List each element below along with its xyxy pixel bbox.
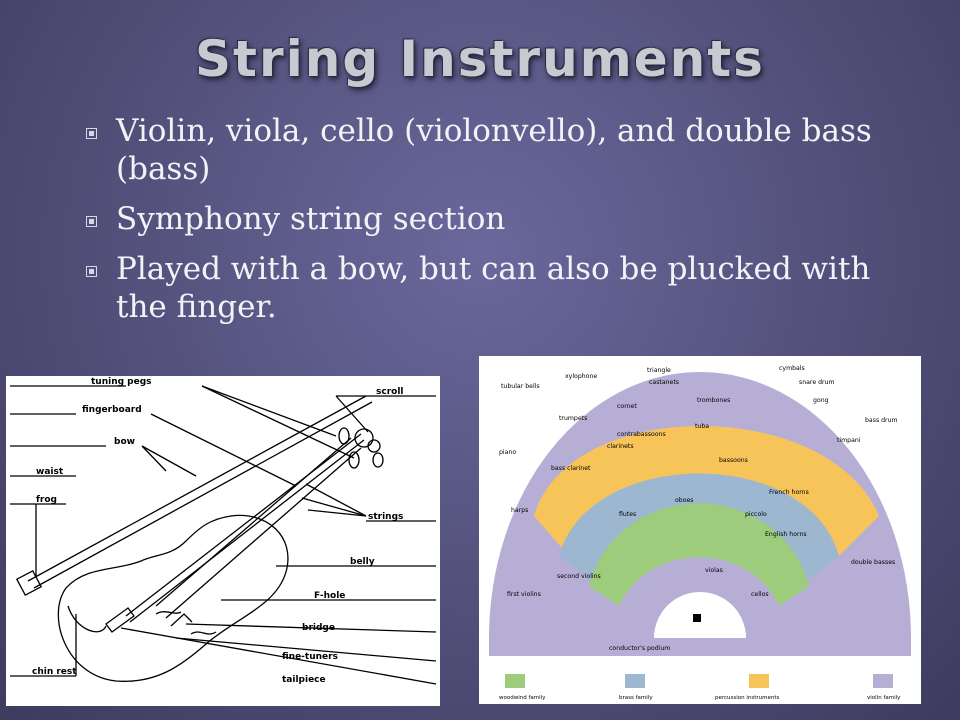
slide-title: String Instruments	[195, 30, 765, 88]
bullet-text: Played with a bow, but can also be pluck…	[116, 251, 871, 325]
legend-label-percussion: percussion instruments	[715, 695, 780, 701]
legend-swatch-violin	[873, 674, 893, 688]
legend-label-violin: violin family	[867, 695, 901, 701]
label-tuning-pegs: tuning pegs	[91, 377, 152, 387]
label-tuba: tuba	[695, 423, 709, 430]
conductor-podium-icon	[693, 614, 701, 622]
label-conductors-podium: conductor's podium	[609, 645, 670, 652]
woodwind-area	[589, 503, 809, 606]
label-violas: violas	[705, 567, 723, 574]
violin-diagram: tuning pegs scroll fingerboard bow waist…	[6, 376, 440, 706]
label-double-basses: double basses	[851, 559, 895, 566]
bullet-list: Violin, viola, cello (violonvello), and …	[86, 112, 886, 338]
bullet-item: Violin, viola, cello (violonvello), and …	[86, 112, 886, 188]
label-belly: belly	[350, 557, 375, 567]
orchestra-diagram: xylophone triangle castanets cymbals sna…	[479, 356, 921, 704]
bullet-square-icon	[86, 216, 97, 227]
label-bass-drum: bass drum	[865, 417, 898, 424]
orchestra-diagram-svg: xylophone triangle castanets cymbals sna…	[489, 365, 911, 701]
label-tailpiece: tailpiece	[282, 675, 326, 685]
label-french-horns: French horns	[769, 489, 809, 496]
legend-swatch-percussion	[749, 674, 769, 688]
label-first-violins: first violins	[507, 591, 541, 598]
legend-swatch-brass	[625, 674, 645, 688]
label-timpani: timpani	[837, 437, 861, 444]
bullet-square-icon	[86, 128, 97, 139]
label-triangle: triangle	[647, 367, 671, 374]
label-castanets: castanets	[649, 379, 679, 386]
label-gong: gong	[813, 397, 829, 404]
label-trombones: trombones	[697, 397, 730, 404]
label-waist: waist	[36, 467, 64, 477]
label-bridge: bridge	[302, 623, 335, 633]
bullet-square-icon	[86, 266, 97, 277]
label-fingerboard: fingerboard	[82, 405, 142, 415]
label-xylophone: xylophone	[565, 373, 597, 380]
bullet-text: Violin, viola, cello (violonvello), and …	[116, 113, 872, 187]
label-bassoons: bassoons	[719, 457, 748, 464]
legend-label-brass: brass family	[619, 695, 653, 701]
legend-label-woodwind: woodwind family	[499, 695, 546, 701]
legend-swatch-woodwind	[505, 674, 525, 688]
label-bass-clarinet: bass clarinet	[551, 465, 591, 472]
bullet-item: Symphony string section	[86, 200, 886, 238]
legend: woodwind family brass family percussion …	[499, 674, 901, 701]
label-piccolo: piccolo	[745, 511, 767, 518]
label-fine-tuners: fine-tuners	[282, 652, 338, 662]
label-trumpets: trumpets	[559, 415, 587, 422]
label-piano: piano	[499, 449, 516, 456]
label-english-horns: English horns	[765, 531, 807, 538]
label-flutes: flutes	[619, 511, 636, 518]
bullet-text: Symphony string section	[116, 201, 506, 237]
label-clarinets: clarinets	[607, 443, 634, 450]
label-chin-rest: chin rest	[32, 667, 77, 677]
label-strings: strings	[368, 512, 403, 522]
label-scroll: scroll	[376, 387, 403, 397]
label-frog: frog	[36, 495, 57, 505]
brass-area	[559, 473, 839, 586]
label-cellos: cellos	[751, 591, 769, 598]
label-snare-drum: snare drum	[799, 379, 835, 386]
label-tubular-bells: tubular bells	[501, 383, 540, 390]
label-bow: bow	[114, 437, 135, 447]
label-cornet: cornet	[617, 403, 637, 410]
label-cymbals: cymbals	[779, 365, 805, 372]
bullet-item: Played with a bow, but can also be pluck…	[86, 250, 886, 326]
label-oboes: oboes	[675, 497, 694, 504]
label-f-hole: F-hole	[314, 591, 345, 601]
violin-diagram-svg: tuning pegs scroll fingerboard bow waist…	[10, 377, 437, 685]
label-contrabassoons: contrabassoons	[617, 431, 666, 438]
label-harps: harps	[511, 507, 528, 514]
label-second-violins: second violins	[557, 573, 601, 580]
